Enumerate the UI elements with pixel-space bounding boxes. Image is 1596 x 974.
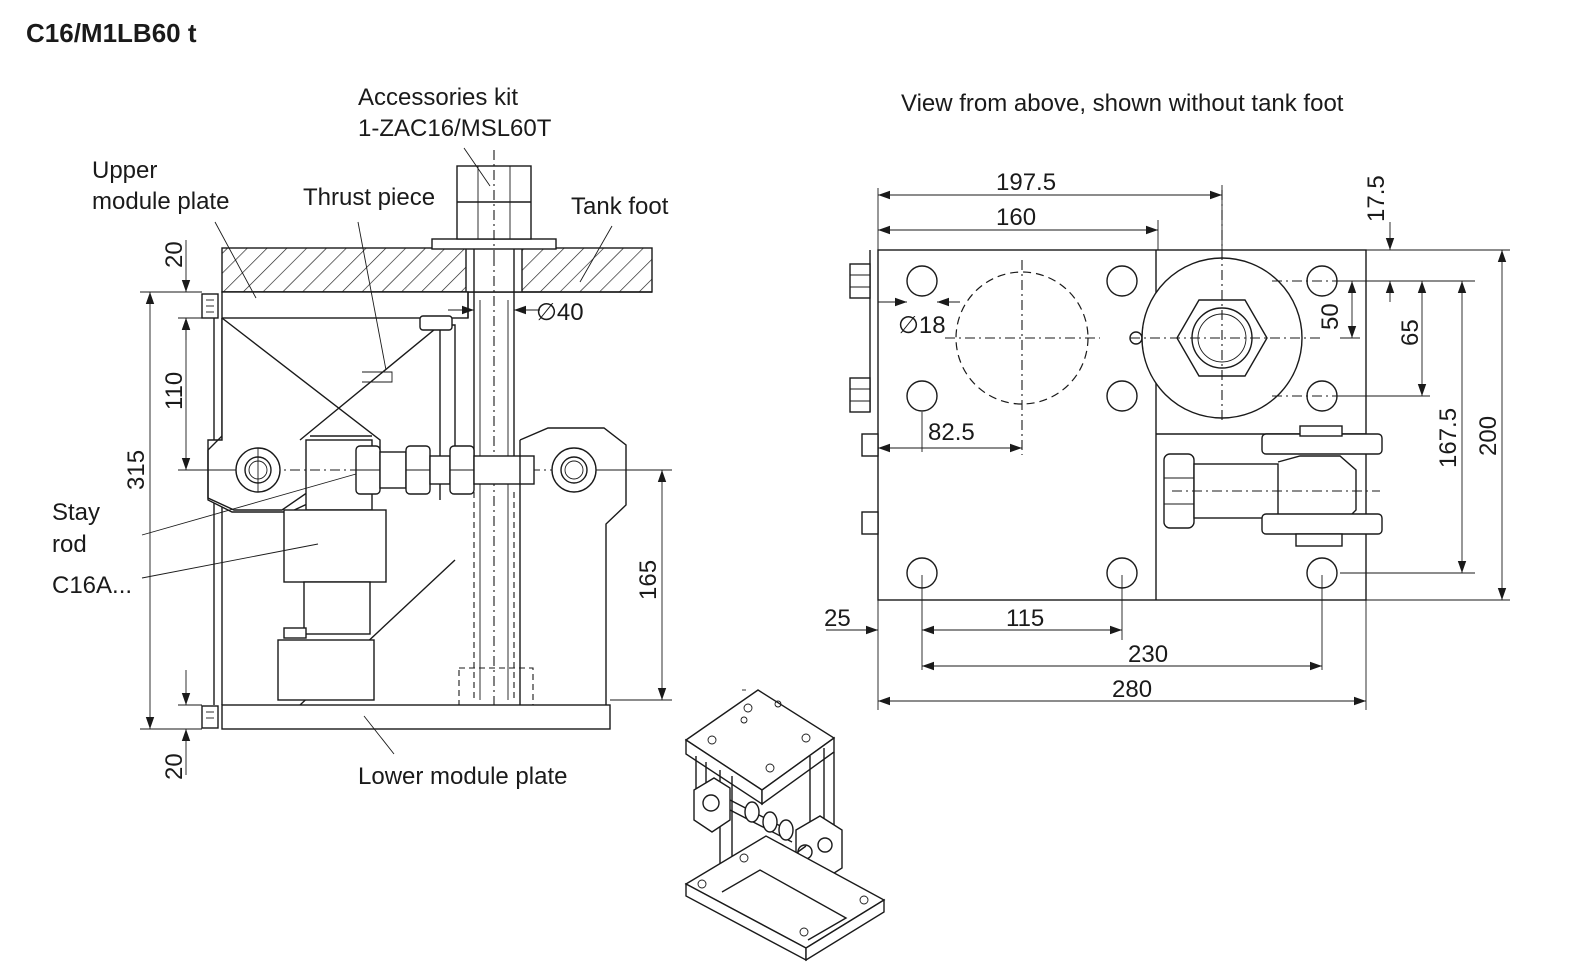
stay-rod-label-line1: Stay xyxy=(52,499,100,526)
dim-upper-20: 20 xyxy=(161,241,188,268)
lower-module-plate xyxy=(221,704,611,730)
c16a-label: C16A... xyxy=(52,572,132,599)
dim-17-5: 17.5 xyxy=(1363,175,1390,222)
dim-115: 115 xyxy=(1006,605,1044,632)
labels: Accessories kit 1-ZAC16/MSL60T Upper mod… xyxy=(52,84,1344,790)
lower-plate-label: Lower module plate xyxy=(358,763,567,790)
dim-50: 50 xyxy=(1317,303,1344,330)
top-view xyxy=(826,185,1510,710)
tank-foot-label: Tank foot xyxy=(571,193,669,220)
accessories-kit-label: Accessories kit xyxy=(358,84,518,111)
dim-160: 160 xyxy=(996,204,1036,231)
dim-280: 280 xyxy=(1112,676,1152,703)
stay-rod xyxy=(190,445,620,495)
accessories-kit-nut xyxy=(431,150,557,256)
upper-plate-label-line1: Upper xyxy=(92,157,157,184)
tank-foot-slab xyxy=(221,247,653,293)
stud-bolt xyxy=(458,249,534,730)
accessories-kit-code-label: 1-ZAC16/MSL60T xyxy=(358,115,552,142)
view-from-above-label: View from above, shown without tank foot xyxy=(901,90,1344,117)
upper-module-plate xyxy=(221,291,469,319)
dim-dia18: ∅18 xyxy=(898,312,946,339)
dim-25: 25 xyxy=(824,605,851,632)
dim-82-5: 82.5 xyxy=(928,419,975,446)
dimension-labels: 20 110 315 165 20 ∅40 197.5 160 17.5 ∅18… xyxy=(123,169,1502,780)
dim-lower-20: 20 xyxy=(161,753,188,780)
dim-165: 165 xyxy=(635,560,662,600)
dim-dia40: ∅40 xyxy=(536,299,584,326)
page-title: C16/M1LB60 t xyxy=(26,18,197,48)
thrust-piece-label: Thrust piece xyxy=(303,184,435,211)
dim-110: 110 xyxy=(161,372,188,410)
dim-167-5: 167.5 xyxy=(1435,408,1462,468)
dim-197-5: 197.5 xyxy=(996,169,1056,196)
isometric-view xyxy=(684,689,886,962)
dim-200: 200 xyxy=(1475,416,1502,456)
dim-65: 65 xyxy=(1397,319,1424,346)
dim-230: 230 xyxy=(1128,641,1168,668)
stay-rod-label-line2: rod xyxy=(52,531,87,558)
side-view xyxy=(140,147,672,775)
upper-plate-label-line2: module plate xyxy=(92,188,229,215)
dim-315: 315 xyxy=(123,450,150,490)
